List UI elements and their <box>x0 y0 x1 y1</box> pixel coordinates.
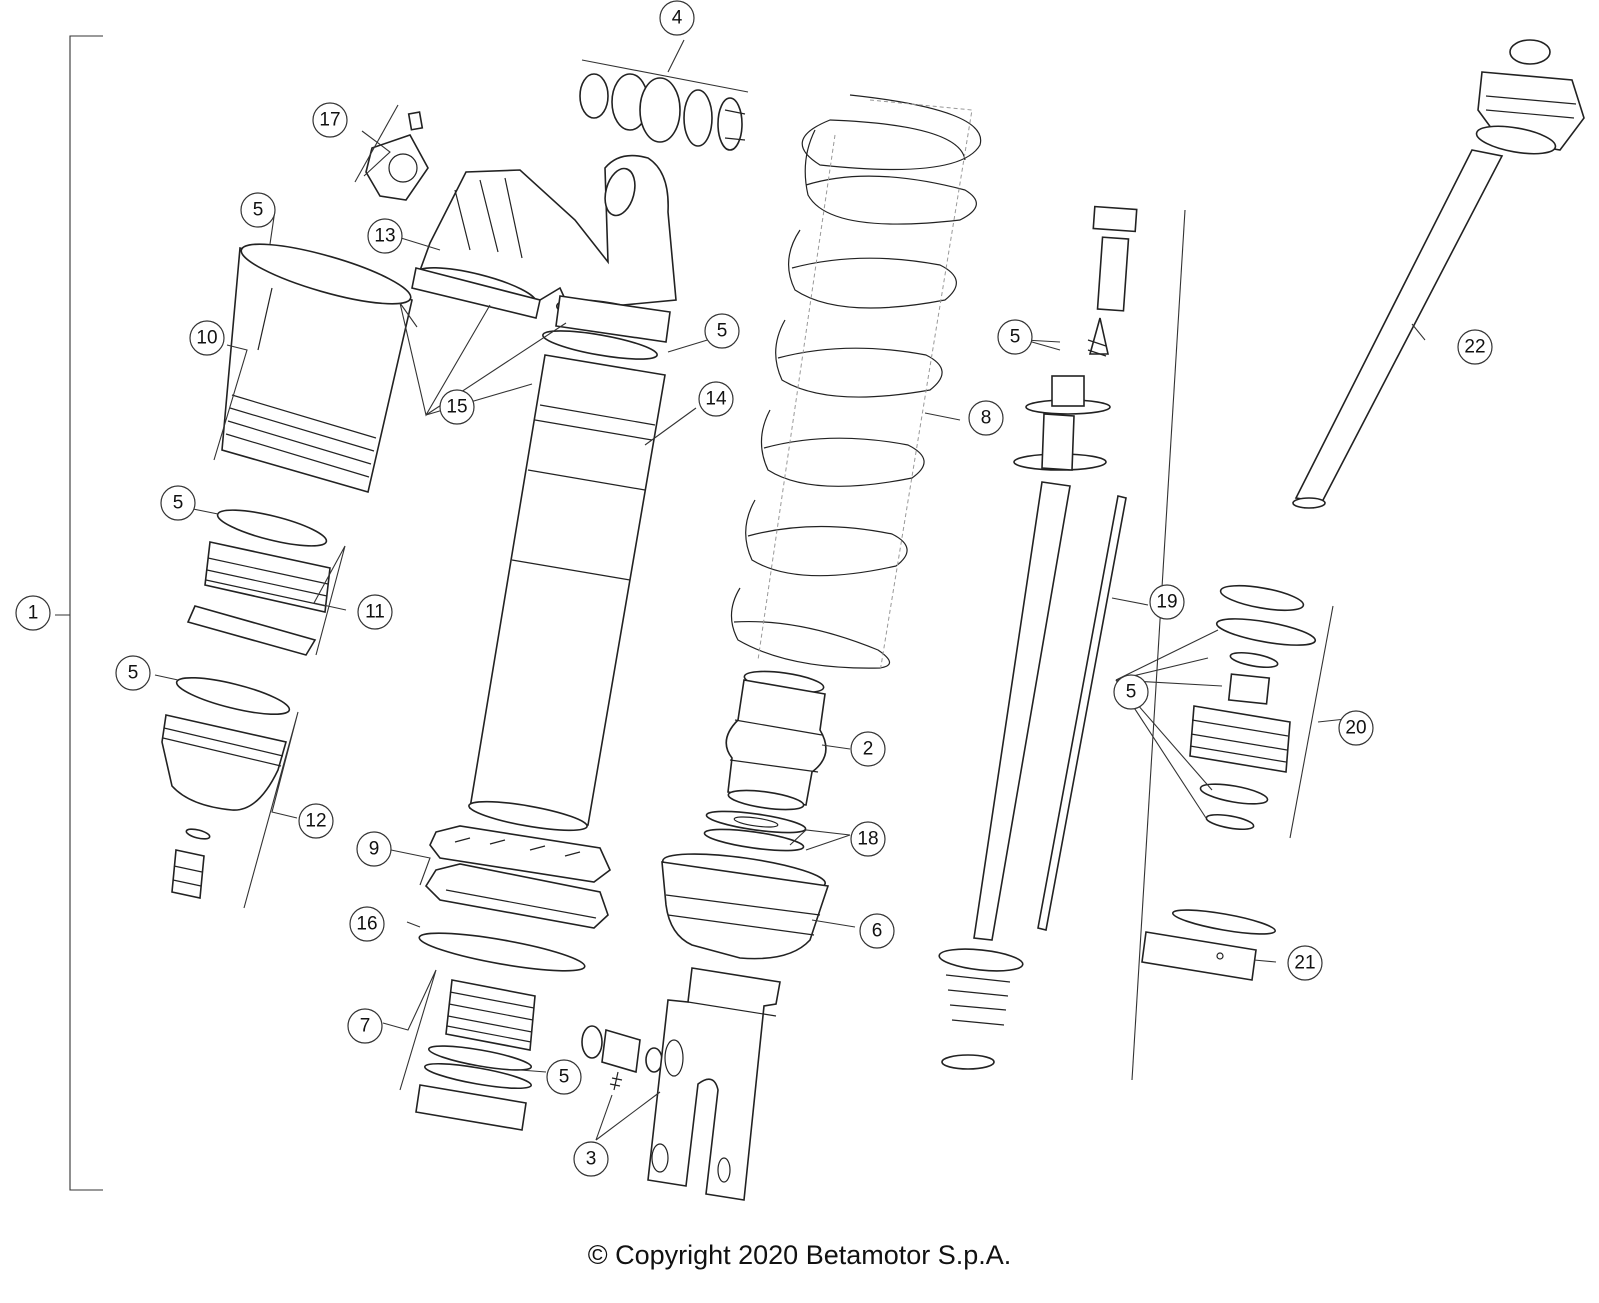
callout-16: 16 <box>349 906 385 942</box>
part-6-spring-seat <box>661 853 830 960</box>
callout-label-4: 4 <box>672 8 683 29</box>
callout-5g: 5 <box>546 1059 582 1095</box>
part-8-spring <box>730 94 982 673</box>
callout-4: 4 <box>659 0 695 36</box>
callout-label-17: 17 <box>319 110 340 131</box>
part-12-reservoir-cap <box>161 676 291 899</box>
callout-label-20: 20 <box>1345 718 1366 739</box>
callout-label-5: 5 <box>253 200 264 221</box>
callout-17: 17 <box>312 102 348 138</box>
callout-label-3: 3 <box>586 1149 597 1170</box>
callout-5b: 5 <box>704 313 740 349</box>
part-20-valve-stack <box>1189 584 1317 831</box>
callout-5d: 5 <box>160 485 196 521</box>
part-19-shaft-assembly <box>938 205 1138 1070</box>
callout-label-12: 12 <box>305 811 326 832</box>
callout-label-5: 5 <box>128 663 139 684</box>
callout-11: 11 <box>357 594 393 630</box>
callout-22: 22 <box>1457 329 1493 365</box>
callout-5e: 5 <box>115 655 151 691</box>
callout-label-10: 10 <box>196 328 217 349</box>
part-13-damper-head <box>411 154 677 343</box>
callout-21: 21 <box>1287 945 1323 981</box>
callout-label-5: 5 <box>173 493 184 514</box>
callout-label-21: 21 <box>1294 953 1315 974</box>
part-17-adjuster-knob <box>365 111 429 201</box>
callout-label-15: 15 <box>446 397 467 418</box>
callout-7: 7 <box>347 1008 383 1044</box>
callout-9: 9 <box>356 831 392 867</box>
callout-1: 1 <box>15 595 51 631</box>
part-22-piston-rod <box>1292 39 1585 509</box>
callout-12: 12 <box>298 803 334 839</box>
callout-5a: 5 <box>240 192 276 228</box>
callout-3: 3 <box>573 1141 609 1177</box>
part-4-bushings <box>579 73 746 151</box>
callout-label-5: 5 <box>1010 327 1021 348</box>
part-2-bump-stop <box>725 670 827 811</box>
callout-19: 19 <box>1149 584 1185 620</box>
callout-label-9: 9 <box>369 839 380 860</box>
callout-label-1: 1 <box>28 603 39 624</box>
callout-10: 10 <box>189 320 225 356</box>
part-21-cap <box>1141 909 1277 981</box>
callout-2: 2 <box>850 731 886 767</box>
callout-label-13: 13 <box>374 226 395 247</box>
callout-label-11: 11 <box>365 602 385 623</box>
part-11-piston <box>186 509 331 656</box>
part-18-washers <box>703 810 807 852</box>
callout-label-5: 5 <box>559 1067 570 1088</box>
callout-20: 20 <box>1338 710 1374 746</box>
callout-label-7: 7 <box>360 1016 371 1037</box>
callout-8: 8 <box>968 400 1004 436</box>
callout-label-6: 6 <box>872 921 883 942</box>
part-16-o-ring <box>418 932 586 972</box>
callout-label-16: 16 <box>356 914 377 935</box>
callout-5c: 5 <box>997 319 1033 355</box>
leader-lines <box>154 39 1426 1141</box>
callout-18: 18 <box>850 821 886 857</box>
part-14-damper-body <box>468 330 666 832</box>
callout-label-5: 5 <box>1126 682 1137 703</box>
part-7-bottom-cup <box>415 979 536 1131</box>
part-3-valve <box>581 1025 663 1091</box>
callout-5f: 5 <box>1113 674 1149 710</box>
part-10-reservoir-body <box>221 243 413 494</box>
callout-label-14: 14 <box>705 389 727 410</box>
callout-label-19: 19 <box>1156 592 1177 613</box>
part-lower-clevis <box>647 967 781 1201</box>
part-9-ring-nuts <box>424 825 611 929</box>
callout-label-8: 8 <box>981 408 992 429</box>
callout-13: 13 <box>367 218 403 254</box>
callout-label-5: 5 <box>717 321 728 342</box>
callout-14: 14 <box>698 381 734 417</box>
callout-15: 15 <box>439 389 475 425</box>
callout-6: 6 <box>859 913 895 949</box>
copyright-notice: © Copyright 2020 Betamotor S.p.A. <box>587 1240 1012 1270</box>
callout-label-2: 2 <box>863 739 874 760</box>
callout-label-22: 22 <box>1464 337 1485 358</box>
callout-label-18: 18 <box>857 829 878 850</box>
assembly-bracket <box>55 35 103 1191</box>
